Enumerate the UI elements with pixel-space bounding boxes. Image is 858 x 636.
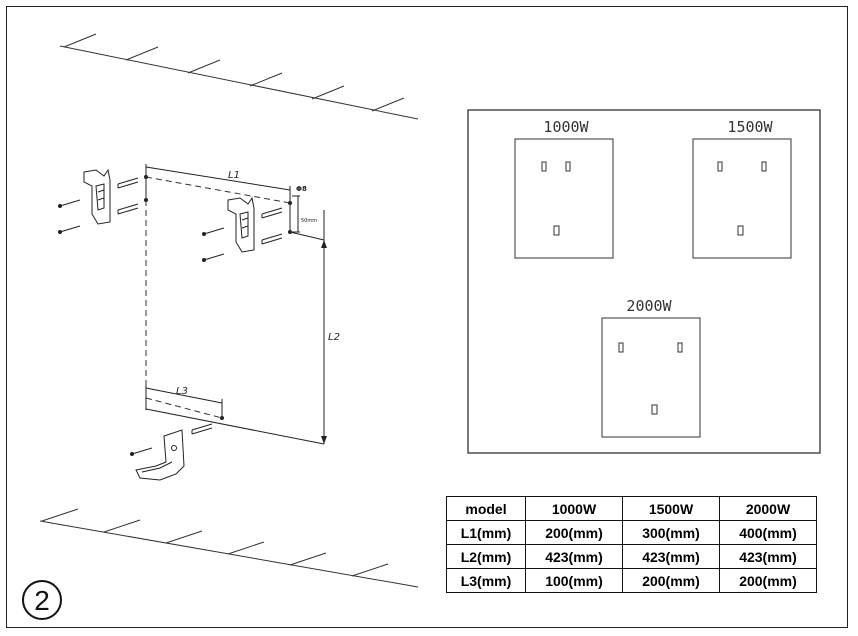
table-cell: L3(mm) bbox=[446, 568, 526, 593]
table-cell: 200(mm) bbox=[622, 568, 720, 593]
table-header: 1500W bbox=[622, 496, 720, 521]
table-cell: L1(mm) bbox=[446, 520, 526, 545]
model-layout-1000w: 1000W bbox=[514, 118, 614, 259]
label-l2: L2 bbox=[328, 332, 340, 343]
mount-hole-icon bbox=[677, 342, 683, 353]
screws-top-left-icon bbox=[58, 199, 81, 234]
table-row: L1(mm) 200(mm) 300(mm) 400(mm) bbox=[446, 520, 817, 545]
table-cell: 300(mm) bbox=[622, 520, 720, 545]
label-l1: L1 bbox=[228, 170, 240, 181]
screw-bottom-icon bbox=[130, 447, 153, 456]
mount-hole-icon bbox=[565, 161, 571, 172]
ceiling-wall bbox=[59, 33, 419, 120]
label-hole-diameter: Φ8 bbox=[296, 185, 307, 193]
table-header-row: model 1000W 1500W 2000W bbox=[446, 496, 817, 521]
anchor-plugs-top-right-icon bbox=[261, 207, 283, 245]
mount-hole-icon bbox=[651, 404, 658, 415]
model-layout-1500w: 1500W bbox=[692, 118, 792, 259]
table-cell: 423(mm) bbox=[622, 544, 720, 569]
table-cell: 423(mm) bbox=[719, 544, 817, 569]
table-header: model bbox=[446, 496, 526, 521]
table-cell: 200(mm) bbox=[525, 520, 623, 545]
table-cell: 400(mm) bbox=[719, 520, 817, 545]
label-l3: L3 bbox=[176, 386, 188, 397]
model-name-1500w: 1500W bbox=[727, 118, 773, 136]
label-offset: 50mm bbox=[301, 218, 317, 224]
bracket-top-right-icon bbox=[227, 196, 255, 253]
table-cell: 200(mm) bbox=[719, 568, 817, 593]
model-layout-2000w: 2000W bbox=[601, 297, 701, 438]
mount-hole-icon bbox=[717, 161, 723, 172]
model-layouts-box bbox=[467, 109, 821, 454]
table-header: 1000W bbox=[525, 496, 623, 521]
step-number: 2 bbox=[34, 585, 50, 616]
step-badge: 2 bbox=[22, 580, 62, 620]
table-cell: 100(mm) bbox=[525, 568, 623, 593]
outer-frame bbox=[6, 6, 848, 628]
bracket-bottom-icon bbox=[135, 429, 185, 481]
table-cell: L2(mm) bbox=[446, 544, 526, 569]
screws-top-right-icon bbox=[202, 227, 225, 262]
table-row: L3(mm) 100(mm) 200(mm) 200(mm) bbox=[446, 568, 817, 593]
model-name-2000w: 2000W bbox=[626, 297, 672, 315]
dimensions-table: model 1000W 1500W 2000W L1(mm) 200(mm) 3… bbox=[446, 496, 817, 593]
mount-hole-icon bbox=[553, 225, 560, 236]
mount-hole-icon bbox=[761, 161, 767, 172]
table-cell: 423(mm) bbox=[525, 544, 623, 569]
mount-hole-icon bbox=[618, 342, 624, 353]
model-name-1000w: 1000W bbox=[543, 118, 589, 136]
layout-lines bbox=[144, 164, 327, 445]
table-row: L2(mm) 423(mm) 423(mm) 423(mm) bbox=[446, 544, 817, 569]
mount-hole-icon bbox=[541, 161, 547, 172]
bracket-top-left-icon bbox=[83, 168, 111, 225]
floor-wall bbox=[39, 508, 419, 588]
table-header: 2000W bbox=[719, 496, 817, 521]
anchor-plugs-top-left-icon bbox=[117, 177, 139, 215]
mount-hole-icon bbox=[737, 225, 744, 236]
anchor-plug-bottom-icon bbox=[191, 423, 213, 435]
